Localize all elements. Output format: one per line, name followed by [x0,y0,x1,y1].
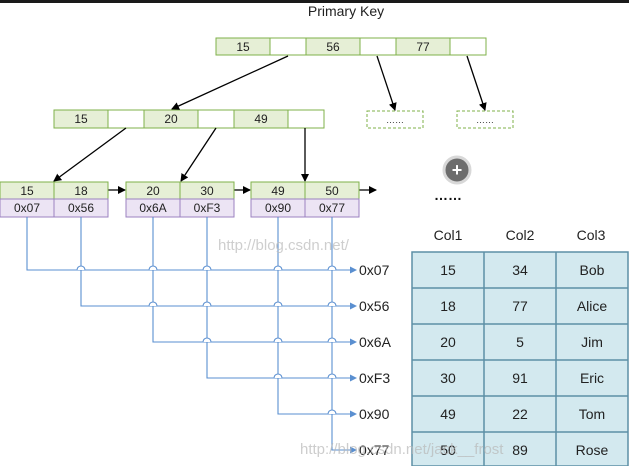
row-pointer-label: 0x07 [359,262,390,278]
table-cell: 5 [516,334,524,350]
leaf-2-key-1: 30 [200,184,214,198]
leaf-3-addr-1: 0x77 [319,201,345,215]
leaf-1-addr-1: 0x56 [68,201,94,215]
table-cell: 30 [440,370,456,386]
row-pointer-label: 0x77 [359,442,390,458]
arrow-root-to-internal [171,55,289,110]
placeholder-node-1: …… [366,110,424,129]
leaf-2-addr-0: 0x6A [139,201,166,215]
leaf-2-addr-1: 0xF3 [194,201,221,215]
pointer-line-0x77 [331,217,357,454]
row-pointer-lines [26,217,357,454]
leaf-3-key-0: 49 [271,184,285,198]
table-row: 20 5 Jim [440,334,603,350]
placeholder-node-2: …… [456,110,514,129]
table-row: 18 77 Alice [440,298,607,314]
table-cell: 15 [440,262,456,278]
arrow-internal-to-leaf-2 [180,127,217,182]
table-row: 50 89 Rose [440,442,608,458]
root-cell-3 [359,37,397,56]
line-crossing-hops [76,265,337,415]
table-cell: 91 [512,370,528,386]
table-cell: 34 [512,262,528,278]
table-row: 49 22 Tom [440,406,605,422]
placeholder-dots-2: …… [476,115,494,125]
zoom-in-button[interactable]: + [442,155,472,185]
zoom-in-circle[interactable] [442,155,472,185]
root-cell-1 [269,37,307,56]
leaf-3-addr-0: 0x90 [265,201,291,215]
table-row: 30 91 Eric [440,370,604,386]
table-cell: Eric [580,370,604,386]
data-table: Col1 Col2 Col3 15 34 Bob 18 77 Alice 20 … [411,227,629,466]
table-cell: 77 [512,298,528,314]
row-pointer-label: 0xF3 [359,370,390,386]
internal-cell-1 [107,109,145,129]
pointer-line-0x07 [26,217,357,274]
internal-key-1: 20 [164,112,178,126]
table-cell: 50 [440,442,456,458]
leaf-1-key-0: 15 [20,184,34,198]
placeholder-dots-1: …… [386,115,404,125]
table-cell: Bob [580,262,605,278]
internal-key-2: 49 [254,112,268,126]
row-pointer-label: 0x6A [359,334,392,350]
root-key-0: 15 [236,40,250,54]
leaf-1-key-1: 18 [74,184,88,198]
arrow-root-to-placeholder-1 [376,55,397,111]
table-cell: 89 [512,442,528,458]
table-header-col1: Col1 [434,227,463,243]
row-pointer-labels: 0x07 0x56 0x6A 0xF3 0x90 0x77 [359,262,392,458]
row-pointer-label: 0x56 [359,298,390,314]
tree-arrows [53,55,487,194]
table-cell: 18 [440,298,456,314]
root-key-2: 77 [416,40,430,54]
watermark-top: http://blog.csdn.net/ [218,237,350,254]
leaf-node-1: 15 18 0x07 0x56 [0,181,109,218]
internal-node: 15 20 49 [53,109,325,129]
watermark-bottom: http://blog.csdn.net/jack__frost [300,441,504,458]
leaf-node-3: 49 50 0x90 0x77 [250,181,360,218]
leaf-2-key-0: 20 [146,184,160,198]
table-body [411,251,629,466]
arrow-root-to-placeholder-2 [466,55,487,111]
table-header-col2: Col2 [506,227,535,243]
table-cell: Alice [577,298,608,314]
arrow-internal-to-leaf-1 [53,127,127,182]
diagram-title: Primary Key [308,3,384,19]
pointer-line-0xF3 [206,217,357,382]
table-cell: Jim [581,334,603,350]
internal-cell-5 [287,109,325,129]
leaf-ellipsis: …… [434,187,462,203]
root-key-1: 56 [326,40,340,54]
root-node: 15 56 77 [215,37,487,56]
pointer-line-0x56 [80,217,357,310]
internal-key-0: 15 [74,112,88,126]
table-cell: 49 [440,406,456,422]
pointer-line-0x6A [152,217,357,346]
table-header-col3: Col3 [577,227,606,243]
leaf-1-addr-0: 0x07 [14,201,40,215]
leaf-node-2: 20 30 0x6A 0xF3 [125,181,235,218]
plus-icon[interactable]: + [452,160,463,180]
table-row: 15 34 Bob [440,262,604,278]
table-cell: Tom [579,406,605,422]
root-cell-5 [449,37,487,56]
table-cell: 22 [512,406,528,422]
table-cell: 20 [440,334,456,350]
leaf-3-key-1: 50 [325,184,339,198]
top-border [0,0,629,3]
table-cell: Rose [576,442,609,458]
internal-cell-3 [197,109,235,129]
row-pointer-label: 0x90 [359,406,390,422]
